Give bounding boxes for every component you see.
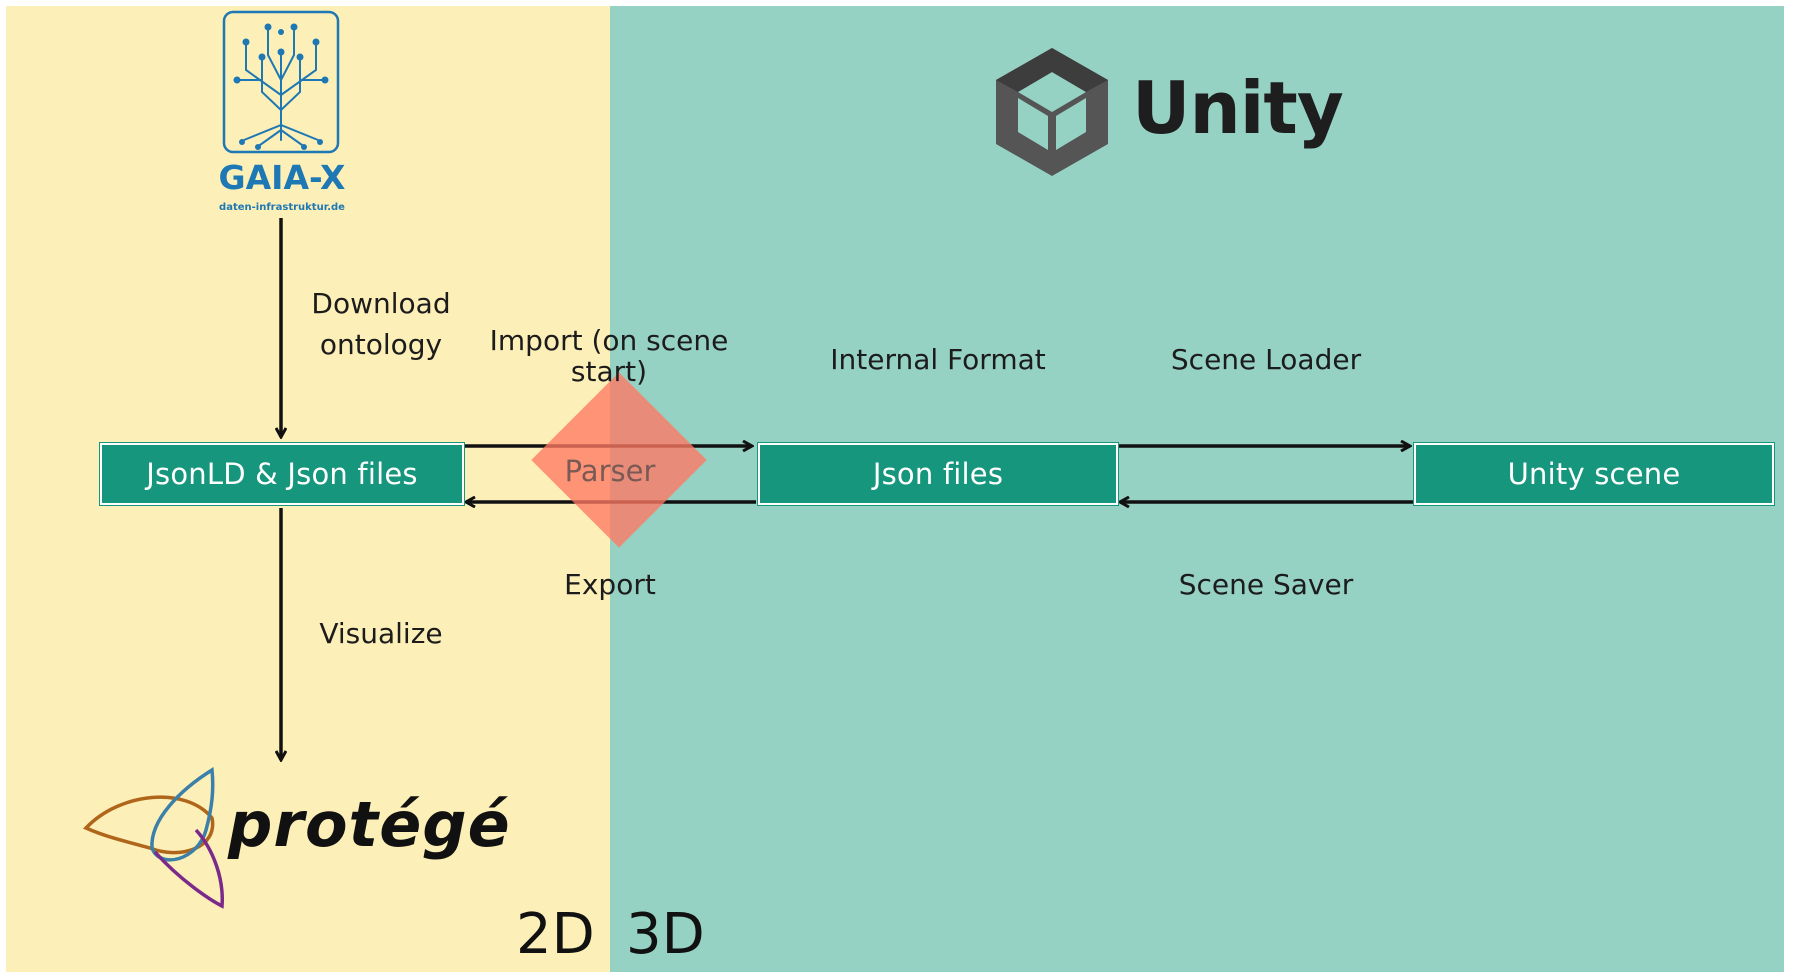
import-label: Import (on scene start) — [489, 324, 729, 388]
label-2d: 2D — [516, 902, 595, 967]
node-unity-scene: Unity scene — [1413, 442, 1775, 506]
label-3d: 3D — [626, 902, 705, 967]
internal-format-label: Internal Format — [830, 343, 1046, 376]
node-jsonld-files: JsonLD & Json files — [99, 442, 465, 506]
download-ontology-label: Download ontology — [311, 287, 451, 361]
gaia-logo-subtitle: daten-infrastruktur.de — [219, 202, 345, 213]
scene-saver-label: Scene Saver — [1178, 568, 1354, 601]
protege-logo-text: protégé — [228, 788, 511, 861]
parser-label: Parser — [564, 454, 656, 488]
unity-logo-text: Unity — [1132, 66, 1344, 150]
node-json-files: Json files — [757, 442, 1119, 506]
scene-loader-label: Scene Loader — [1170, 343, 1362, 376]
gaia-logo-text: GAIA-X — [218, 158, 346, 197]
export-label: Export — [564, 568, 656, 601]
visualize-label: Visualize — [319, 617, 443, 650]
